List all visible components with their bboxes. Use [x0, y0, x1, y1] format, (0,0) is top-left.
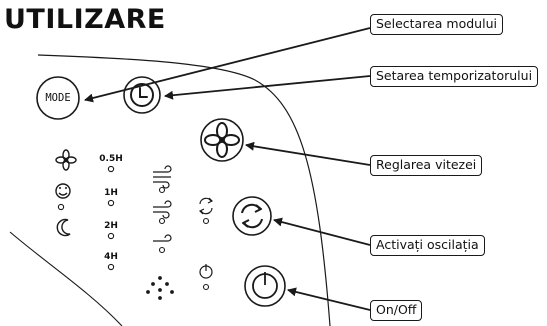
timer-label-4h: 4H: [104, 252, 118, 262]
timer-led-2h: [107, 232, 115, 240]
callout-speed: Reglarea vitezei: [370, 155, 483, 176]
callout-timer: Setarea temporizatorului: [370, 66, 539, 87]
oscillation-led: [202, 217, 210, 225]
arrow-timer: [164, 75, 371, 100]
speed-button[interactable]: [200, 118, 244, 162]
callout-mode: Selectarea modului: [370, 14, 503, 35]
speed-indicator-wind-low-icon: [153, 234, 172, 242]
timer-label-1h: 1H: [104, 188, 118, 198]
page-title: UTILIZARE: [4, 4, 166, 35]
arrow-speed: [245, 141, 371, 166]
speed-indicator-wind-medium-icon: [153, 200, 172, 219]
timer-label-2h: 2H: [104, 221, 118, 231]
timer-led-05h: [107, 165, 115, 173]
speed-led-high: [158, 186, 166, 194]
timer-label-05h: 0.5H: [99, 154, 123, 164]
power-indicator-icon: [199, 264, 213, 279]
arrow-power: [287, 287, 371, 311]
arrow-oscillation: [273, 217, 371, 246]
fan-icon: [204, 122, 240, 158]
timer-led-1h: [107, 199, 115, 207]
callout-oscillation: Activați oscilația: [370, 235, 485, 256]
oscillation-indicator-rotate-arrows-icon: [198, 197, 214, 215]
speed-led-medium: [158, 217, 166, 225]
mode-indicator-fan-icon: [55, 149, 77, 171]
speed-indicator-wind-high-icon: [153, 165, 172, 189]
timer-led-4h: [107, 263, 115, 271]
remote-receiver-dots-icon: [146, 276, 174, 300]
power-icon: [252, 272, 278, 299]
power-led: [202, 283, 210, 291]
mode-indicator-led: [57, 203, 65, 211]
mode-indicator-smiley-icon: [55, 183, 71, 199]
callout-power: On/Off: [370, 300, 423, 321]
clock-icon: [130, 83, 154, 107]
speed-led-low: [158, 246, 166, 254]
mode-button-label: MODE: [45, 91, 71, 104]
arrow-mode: [84, 27, 371, 103]
panel-inner-curve: [9, 231, 123, 326]
timer-button[interactable]: [123, 76, 161, 114]
panel-outline: [37, 54, 331, 326]
mode-indicator-moon-icon: [56, 218, 71, 237]
power-button[interactable]: [244, 265, 286, 307]
rotate-arrows-icon: [241, 203, 263, 229]
mode-button[interactable]: [36, 76, 80, 120]
oscillation-button[interactable]: [232, 196, 272, 236]
